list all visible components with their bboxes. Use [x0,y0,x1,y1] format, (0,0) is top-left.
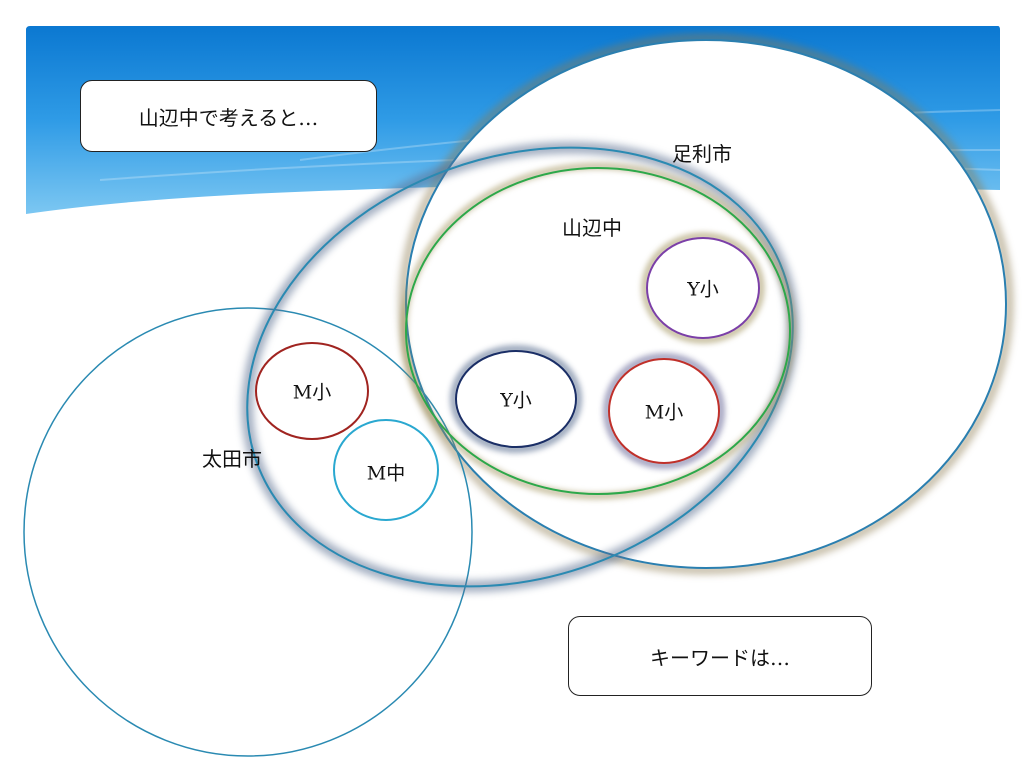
label-m-school-right: M小 [644,401,684,424]
label-m-school-left: M小 [292,381,332,404]
label-y-school-top: Y小 [687,278,719,301]
yamabe-district-ellipse [241,141,799,593]
callout-bottom-text: キーワードは… [650,645,790,670]
label-ota: 太田市 [202,447,262,471]
callout-bottom: キーワードは… [568,616,872,696]
yamabe-ellipse [400,162,796,500]
callout-top: 山辺中で考えると… [80,80,377,152]
m-junior-circle [333,419,439,521]
y-school-left-circle [450,345,582,453]
callout-top-text: 山辺中で考えると… [138,105,319,130]
m-school-right-circle [603,353,725,469]
label-m-junior: M中 [366,462,406,485]
label-yamabe: 山辺中 [562,216,622,240]
label-y-school-left: Y小 [500,389,532,412]
ota-circle [23,307,473,757]
label-ashikaga: 足利市 [672,142,732,166]
m-school-left-circle [255,342,369,440]
y-school-top-circle [641,232,765,344]
